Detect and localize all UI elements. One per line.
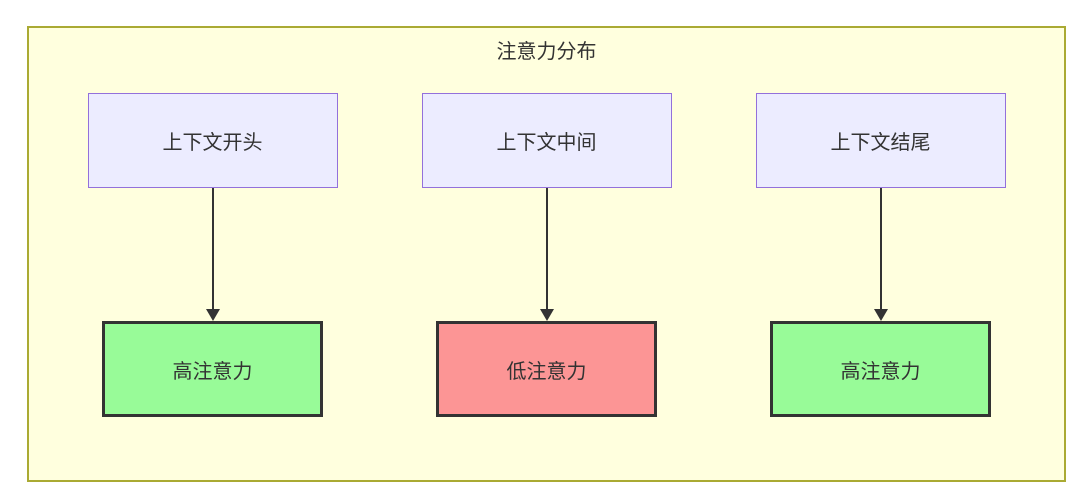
node-high-attention-2: 高注意力 bbox=[770, 321, 991, 417]
diagram-title: 注意力分布 bbox=[496, 41, 597, 63]
column-context-end: 上下文结尾 高注意力 bbox=[755, 93, 1006, 417]
arrow-line bbox=[879, 188, 882, 309]
column-context-middle: 上下文中间 低注意力 bbox=[421, 93, 672, 417]
arrowhead-down-icon bbox=[873, 309, 888, 321]
arrow-context-start-to-high-attention bbox=[205, 188, 220, 321]
arrow-line bbox=[545, 188, 548, 309]
node-context-middle: 上下文中间 bbox=[421, 93, 672, 188]
arrowhead-down-icon bbox=[205, 309, 220, 321]
node-context-end: 上下文结尾 bbox=[755, 93, 1006, 188]
attention-distribution-cluster: 注意力分布 上下文开头 高注意力 上下文中间 低注意力 上下文结尾 bbox=[27, 26, 1066, 482]
arrow-context-middle-to-low-attention bbox=[539, 188, 554, 321]
diagram-columns: 上下文开头 高注意力 上下文中间 低注意力 上下文结尾 bbox=[29, 93, 1064, 417]
node-low-attention: 低注意力 bbox=[436, 321, 657, 417]
arrow-context-end-to-high-attention bbox=[873, 188, 888, 321]
node-context-start: 上下文开头 bbox=[87, 93, 338, 188]
column-context-start: 上下文开头 高注意力 bbox=[87, 93, 338, 417]
arrowhead-down-icon bbox=[539, 309, 554, 321]
arrow-line bbox=[211, 188, 214, 309]
node-high-attention-1: 高注意力 bbox=[102, 321, 323, 417]
